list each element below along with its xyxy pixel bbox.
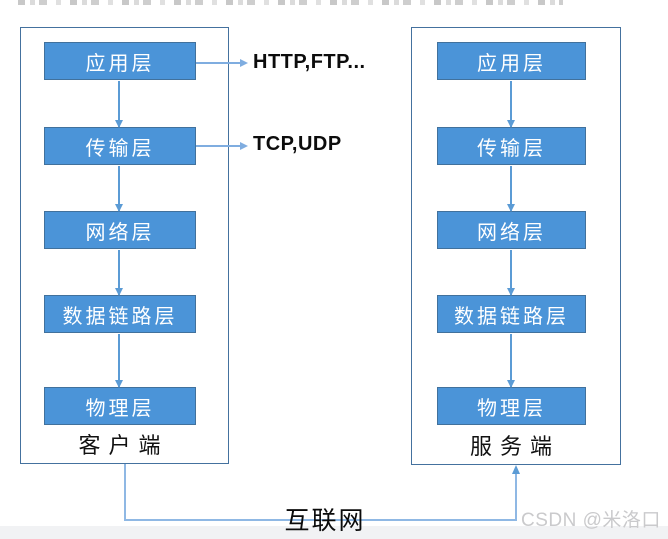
client-layer-network: 网络层 [44,211,196,249]
app-protocols-arrow [196,62,241,64]
client-arrow-transport-to-network [118,166,120,211]
server-stack-box [411,27,621,465]
client-arrow-app-to-transport [118,81,120,127]
clipped-text-fragments [18,0,563,5]
client-arrow-network-to-datalink [118,250,120,295]
client-arrow-datalink-to-physical [118,334,120,387]
watermark: CSDN @米洛口 [521,510,661,531]
client-layer-transport: 传输层 [44,127,196,165]
client-stack-box [20,27,229,464]
internet-connector-horizontal-line [124,519,517,521]
server-arrow-datalink-to-physical [510,334,512,387]
internet-connector-down-line [124,464,126,521]
app-protocols-label: HTTP,FTP... [253,51,366,73]
server-layer-network: 网络层 [437,211,586,249]
internet-label: 互联网 [284,508,366,535]
client-layer-physical: 物理层 [44,387,196,425]
client-layer-datalink: 数据链路层 [44,295,196,333]
page-bottom-band [0,526,668,539]
server-arrow-transport-to-network [510,166,512,211]
transport-protocols-arrow [196,145,241,147]
transport-protocols-label: TCP,UDP [253,133,342,155]
server-layer-transport: 传输层 [437,127,586,165]
client-label: 客户端 [78,433,169,458]
client-layer-application: 应用层 [44,42,196,80]
server-layer-datalink: 数据链路层 [437,295,586,333]
server-layer-application: 应用层 [437,42,586,80]
server-arrow-app-to-transport [510,81,512,127]
server-arrow-network-to-datalink [510,250,512,295]
server-label: 服务端 [469,434,560,459]
server-layer-physical: 物理层 [437,387,586,425]
internet-connector-up-line [515,472,517,521]
up-arrowhead [511,465,520,474]
